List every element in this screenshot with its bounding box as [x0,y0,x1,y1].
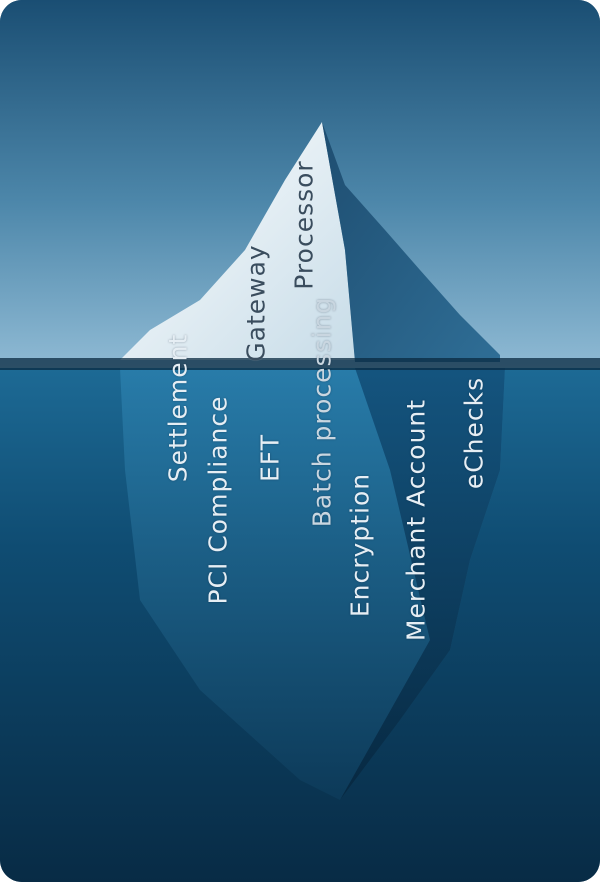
label-batch-processing: Batch processing [307,296,337,528]
label-settlement: Settlement [163,333,193,483]
label-eft: EFT [255,433,285,483]
label-encryption: Encryption [345,472,375,618]
iceberg-tip-lit [120,122,355,360]
submerged-ice-shadow [340,368,505,800]
label-pci-compliance: PCI Compliance [203,395,233,605]
label-echecks: eChecks [459,376,489,490]
label-processor: Processor [289,160,319,290]
label-merchant-account: Merchant Account [401,398,431,642]
label-gateway: Gateway [241,244,271,362]
iceberg-tip-shaded [322,122,500,362]
waterline [0,358,600,370]
